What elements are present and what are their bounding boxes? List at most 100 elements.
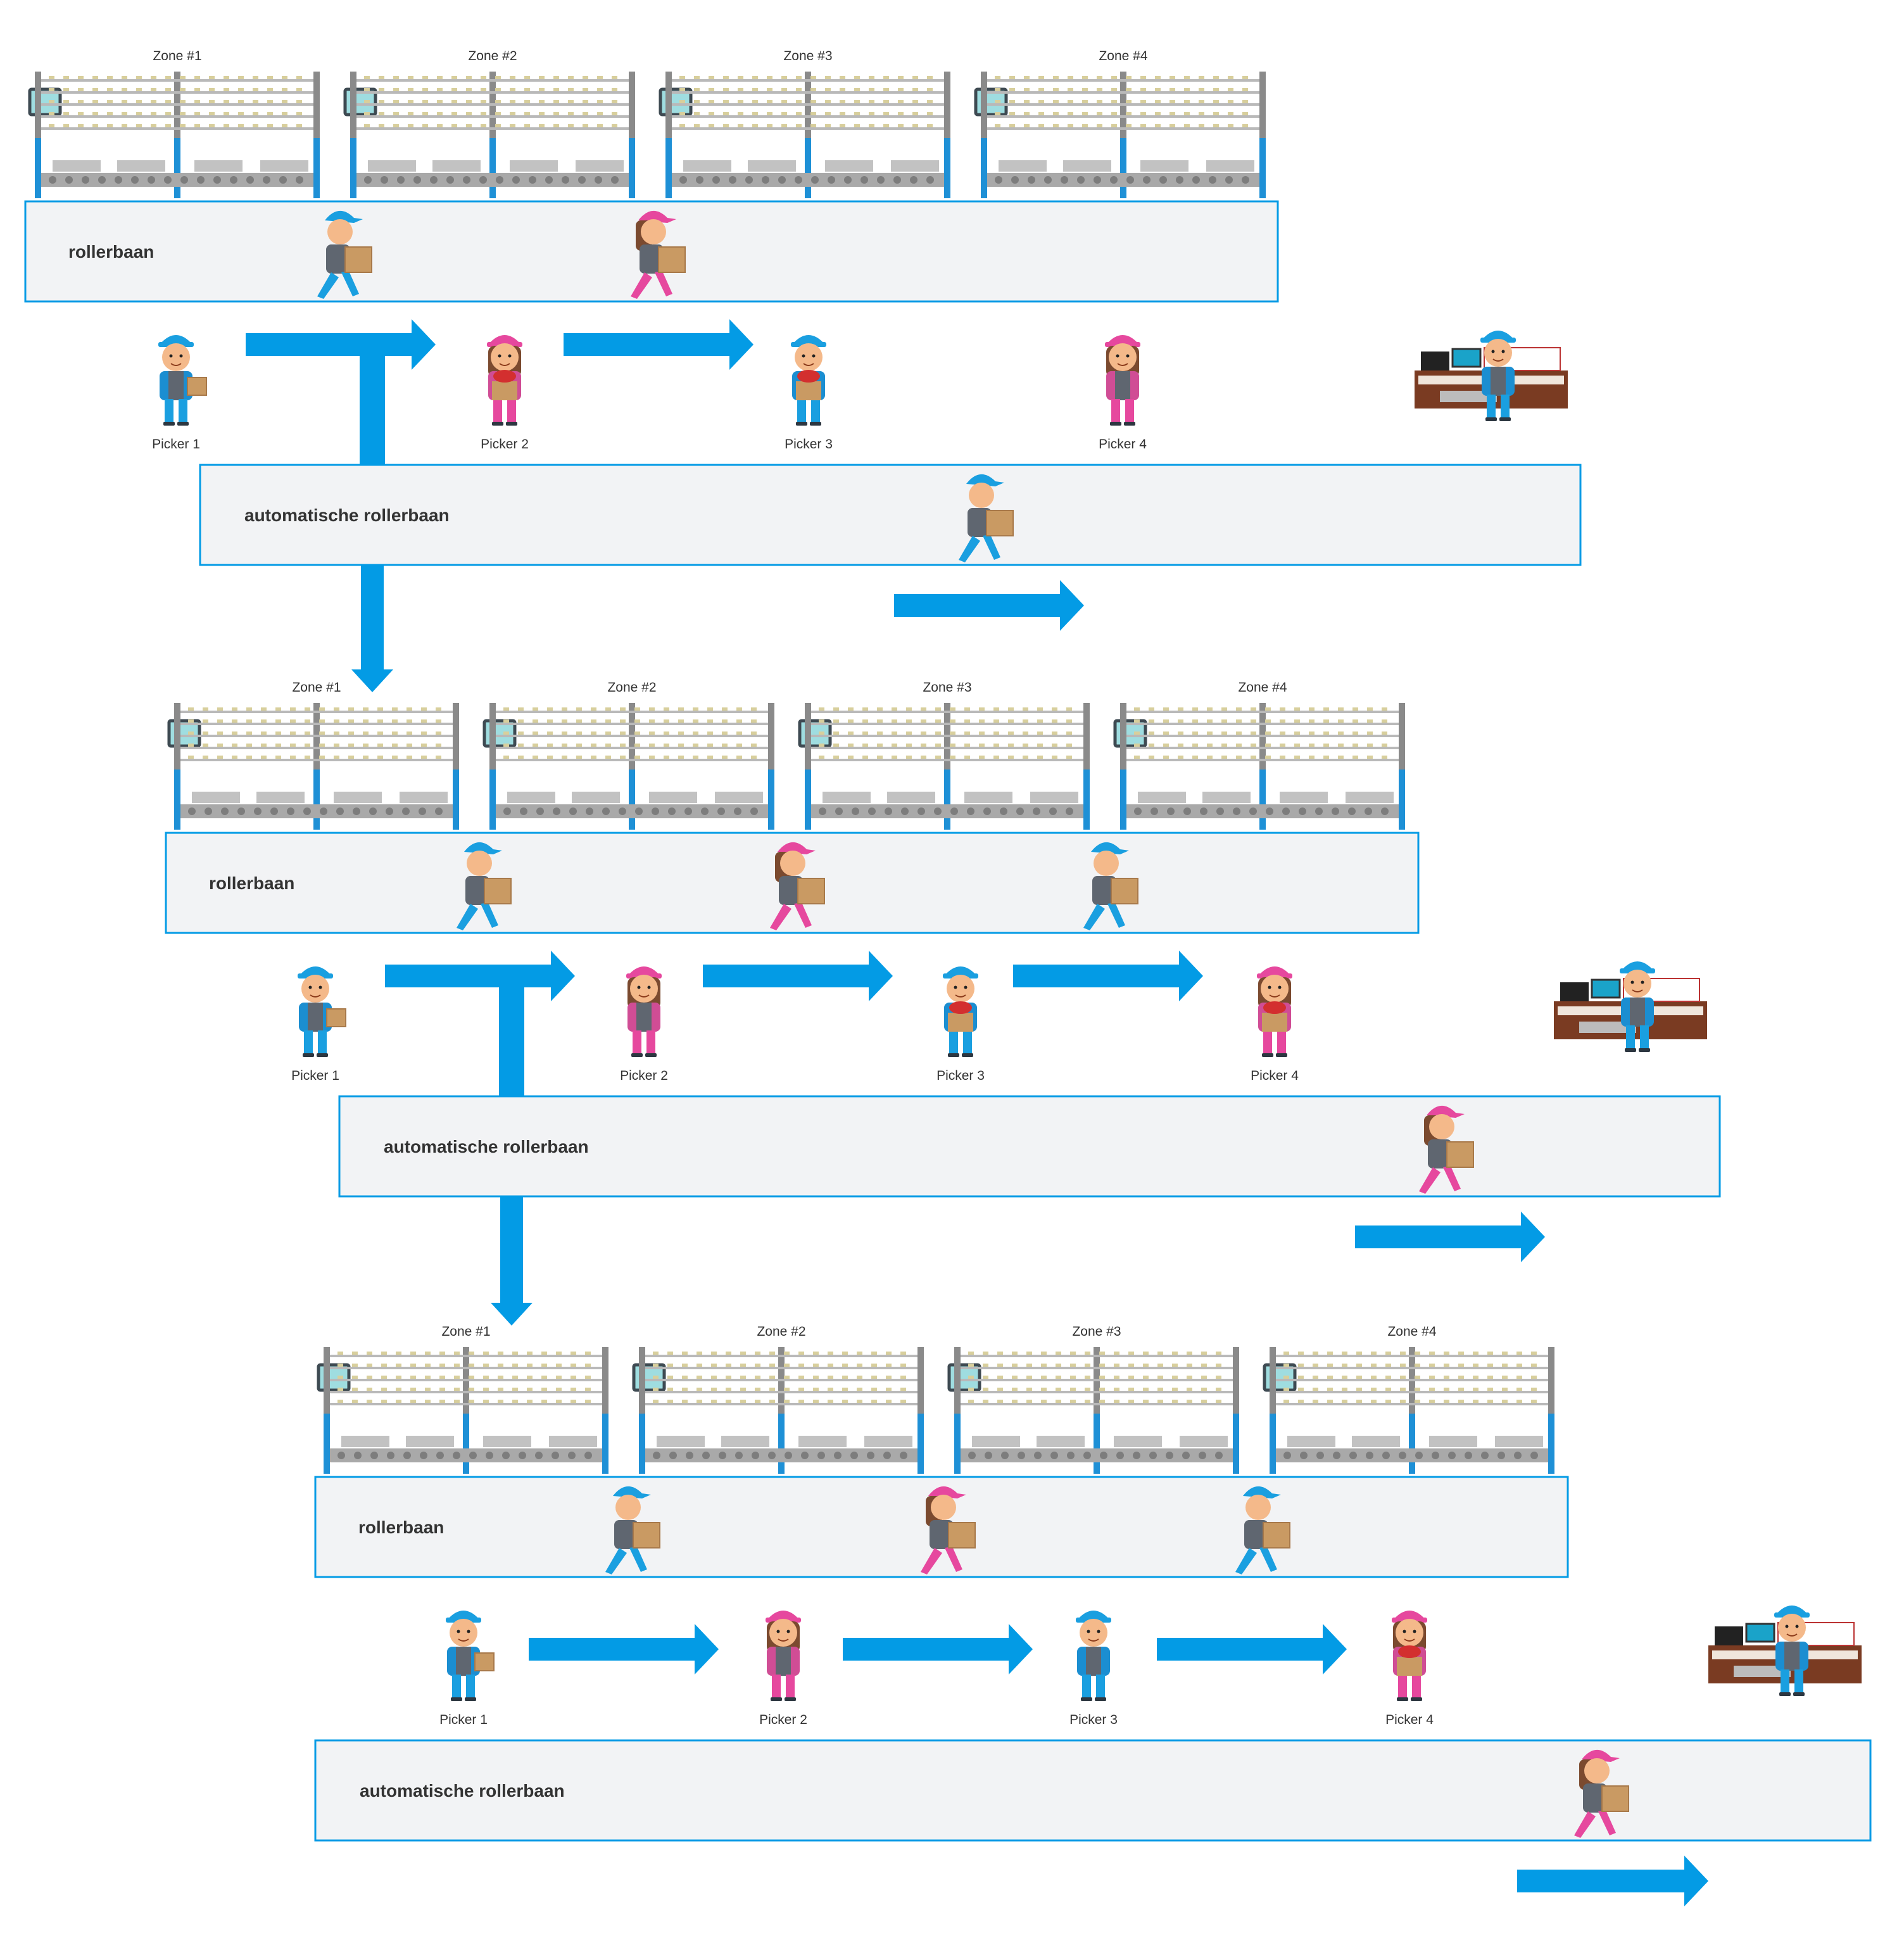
box-icon [986, 510, 1014, 536]
walking-worker-carrying-box-icon [921, 1486, 976, 1574]
zone-label-1: Zone #1 [292, 680, 341, 695]
box-icon [1601, 1785, 1629, 1812]
shelving-rack-icon [798, 703, 1090, 830]
flow-arrow-icon [1517, 1856, 1708, 1906]
packing-station-icon [1415, 331, 1568, 421]
automatische-rollerbaan-lane-box [199, 464, 1582, 566]
flow-arrow-icon [703, 951, 893, 1001]
box-icon [187, 377, 207, 396]
flow-arrow-icon [385, 951, 575, 1001]
face [1778, 1614, 1806, 1642]
face [1109, 343, 1137, 371]
picker-4-label: Picker 4 [1385, 1713, 1434, 1727]
box-icon [484, 878, 512, 904]
face [1261, 975, 1289, 1003]
walking-worker-carrying-box-icon [1235, 1486, 1290, 1574]
box-icon [1111, 878, 1138, 904]
picker-1-label: Picker 1 [291, 1068, 339, 1083]
zone-label-2: Zone #2 [468, 49, 517, 63]
picker-2-label: Picker 2 [759, 1713, 807, 1727]
flow-arrow-icon [1013, 951, 1203, 1001]
flow-arrow-icon [843, 1624, 1033, 1675]
box-icon [948, 1522, 976, 1548]
box-icon [326, 1008, 346, 1027]
shelving-rack-icon [167, 703, 459, 830]
box-icon [344, 246, 372, 273]
zone-label-2: Zone #2 [607, 680, 656, 695]
automatische-rollerbaan-lane: automatische rollerbaan [314, 1739, 1872, 1842]
shelving-rack-icon [28, 72, 320, 198]
flow-arrow-icon [529, 1624, 719, 1675]
shelving-rack-icon [659, 72, 950, 198]
face [615, 1495, 641, 1520]
box-icon [633, 1522, 660, 1548]
box-icon [1263, 1522, 1290, 1548]
face [795, 343, 823, 371]
standing-picker-icon [1257, 966, 1292, 1057]
shelving-rack-icon [632, 1347, 924, 1474]
flow-arrow-icon [1157, 1624, 1347, 1675]
walking-worker-carrying-box-icon [770, 842, 825, 930]
face [630, 975, 658, 1003]
face [450, 1619, 477, 1647]
standing-picker-icon [626, 966, 662, 1057]
face [947, 975, 974, 1003]
standing-picker-icon [1774, 1606, 1810, 1696]
flow-arrow-icon [351, 565, 393, 692]
box-icon [492, 381, 517, 400]
walking-worker-carrying-box-icon [457, 842, 512, 930]
shelving-rack-icon [317, 1347, 608, 1474]
flow-arrow-icon [246, 319, 436, 370]
walking-worker-carrying-box-icon [1083, 842, 1138, 930]
zone-label-1: Zone #1 [441, 1324, 490, 1339]
picker-3-label: Picker 3 [936, 1068, 985, 1083]
picker-1-label: Picker 1 [152, 437, 200, 452]
face [1396, 1619, 1423, 1647]
item-icon [1398, 1645, 1421, 1658]
face [969, 483, 994, 508]
face [327, 219, 353, 244]
flow-connector [499, 976, 524, 1096]
face [780, 851, 805, 876]
face [1094, 851, 1119, 876]
item-icon [797, 370, 820, 383]
face [1623, 970, 1651, 998]
box-icon [797, 878, 825, 904]
item-icon [949, 1001, 972, 1014]
walking-worker-carrying-box-icon [1419, 1105, 1474, 1194]
zone-label-3: Zone #3 [923, 680, 971, 695]
zone-label-4: Zone #4 [1387, 1324, 1436, 1339]
box-icon [1262, 1013, 1287, 1032]
walking-worker-carrying-box-icon [631, 210, 686, 299]
zone-label-1: Zone #1 [153, 49, 201, 63]
flow-connector [360, 345, 385, 465]
standing-picker-icon [943, 966, 978, 1057]
face [491, 343, 519, 371]
shelving-rack-icon [482, 703, 774, 830]
monitor-icon [1745, 1623, 1775, 1643]
face [1245, 1495, 1271, 1520]
packing-station-icon [1554, 961, 1707, 1052]
standing-picker-icon [791, 335, 826, 426]
picker-3-label: Picker 3 [785, 437, 833, 452]
standing-picker-icon [158, 335, 207, 426]
packing-station-icon [1708, 1606, 1862, 1696]
automatische-rollerbaan-lane-label: automatische rollerbaan [384, 1137, 589, 1156]
standing-picker-icon [766, 1611, 801, 1701]
picker-2-label: Picker 2 [481, 437, 529, 452]
shelving-rack-icon [1113, 703, 1405, 830]
rollerbaan-lane-label: rollerbaan [209, 873, 294, 893]
picker-3-label: Picker 3 [1069, 1713, 1118, 1727]
standing-picker-icon [446, 1611, 495, 1701]
box-icon [796, 381, 821, 400]
zone-label-2: Zone #2 [757, 1324, 805, 1339]
face [162, 343, 190, 371]
picker-4-label: Picker 4 [1099, 437, 1147, 452]
walking-worker-carrying-box-icon [959, 474, 1014, 562]
box-icon [1397, 1657, 1422, 1676]
picker-2-label: Picker 2 [620, 1068, 668, 1083]
